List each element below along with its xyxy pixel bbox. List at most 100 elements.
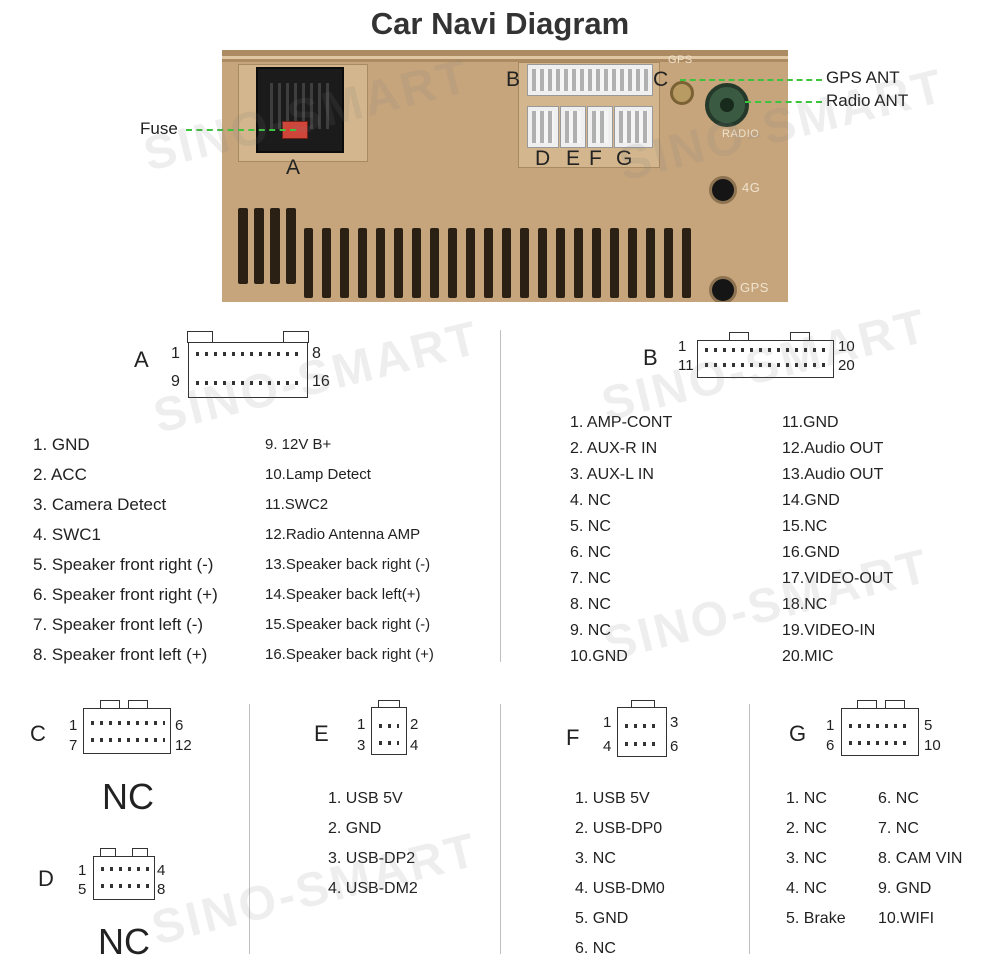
- photo-label-f: F: [589, 147, 602, 170]
- fuse-callout: Fuse: [140, 119, 178, 138]
- vent-slot: [448, 228, 457, 298]
- divider-vertical: [249, 704, 250, 954]
- vent-slot: [254, 208, 264, 284]
- photo-label-b: B: [506, 68, 521, 91]
- connector-f-pin-item: 6. NC: [575, 940, 616, 957]
- vent-slot: [628, 228, 637, 298]
- connector-a-pin-item: 11.SWC2: [265, 496, 329, 513]
- connector-a-pin-item: 4. SWC1: [33, 525, 102, 544]
- connector-latch: [790, 332, 810, 341]
- pin-label: 2: [410, 716, 419, 733]
- vent-slot: [430, 228, 439, 298]
- connector-latch: [132, 848, 148, 857]
- photo-label-g: G: [616, 147, 633, 170]
- connector-a-diagram: [188, 342, 308, 398]
- connector-g-socket: [614, 106, 653, 148]
- vent-slot: [646, 228, 655, 298]
- connector-g-pin-item: 4. NC: [786, 880, 827, 897]
- vent-slot: [574, 228, 583, 298]
- pin-label: 8: [157, 881, 166, 898]
- connector-b-pin-item: 15.NC: [782, 518, 828, 535]
- pin-row: [379, 724, 399, 728]
- connector-a-pin-item: 10.Lamp Detect: [265, 466, 371, 483]
- pin-label: 1: [69, 717, 78, 734]
- vent-slot: [394, 228, 403, 298]
- connector-a-pin-item: 15.Speaker back right (-): [265, 616, 431, 633]
- gps-bottom-hole-icon: [709, 276, 737, 302]
- connector-latch: [100, 700, 120, 709]
- connector-a-pin-item: 7. Speaker front left (-): [33, 615, 204, 634]
- connector-b-pin-item: 9. NC: [570, 622, 611, 639]
- pin-label: 1: [357, 716, 366, 733]
- pin-row: [196, 352, 300, 356]
- vent-slot: [538, 228, 547, 298]
- connector-latch: [857, 700, 877, 709]
- connector-d-letter: D: [38, 866, 54, 891]
- connector-e-pin-item: 2. GND: [328, 820, 382, 837]
- connector-b-pin-item: 19.VIDEO-IN: [782, 622, 876, 639]
- connector-d-diagram: [93, 856, 155, 900]
- page-title: Car Navi Diagram: [370, 6, 630, 41]
- connector-d-socket: [527, 106, 559, 148]
- connector-e-diagram: [371, 707, 407, 755]
- connector-e-socket: [560, 106, 586, 148]
- connector-g-pin-item: 9. GND: [878, 880, 932, 897]
- connector-b-pin-item: 17.VIDEO-OUT: [782, 570, 894, 587]
- connector-b-pin-item: 14.GND: [782, 492, 840, 509]
- connector-g-pin-item: 2. NC: [786, 820, 827, 837]
- gps-ant-callout: GPS ANT: [826, 68, 900, 87]
- connector-a-pin-item: 5. Speaker front right (-): [33, 555, 214, 574]
- connector-b-pin-item: 7. NC: [570, 570, 611, 587]
- vent-slot: [322, 228, 331, 298]
- pin-label: 8: [312, 345, 321, 362]
- connector-a-pin-item: 13.Speaker back right (-): [265, 556, 431, 573]
- pin-label: 1: [826, 717, 835, 734]
- connector-latch: [729, 332, 749, 341]
- connector-b-pin-item: 12.Audio OUT: [782, 440, 884, 457]
- connector-latch: [885, 700, 905, 709]
- vent-slot: [502, 228, 511, 298]
- pin-row: [101, 867, 149, 871]
- connector-b-letter: B: [643, 345, 658, 370]
- pin-label: 10: [924, 737, 941, 754]
- connector-g-pin-item: 7. NC: [878, 820, 919, 837]
- vent-slot: [520, 228, 529, 298]
- pin-label: 7: [69, 737, 78, 754]
- connector-b-pin-item: 11.GND: [782, 414, 839, 431]
- radio-callout-line: [745, 101, 822, 103]
- connector-a-pin-item: 9. 12V B+: [265, 436, 332, 453]
- 4g-embossed: 4G: [742, 180, 761, 195]
- 4g-antenna-hole-icon: [709, 176, 737, 204]
- connector-c-nc: NC: [102, 776, 154, 817]
- pin-row: [705, 348, 827, 352]
- connector-b-pin-item: 13.Audio OUT: [782, 466, 884, 483]
- radio-ant-callout: Radio ANT: [826, 91, 909, 110]
- fuse-callout-line: [186, 129, 296, 131]
- connector-b-pin-item: 3. AUX-L IN: [570, 466, 654, 483]
- pin-label: 3: [670, 714, 679, 731]
- pin-label: 5: [924, 717, 933, 734]
- pin-label: 9: [171, 373, 180, 390]
- connector-a-pin-item: 14.Speaker back left(+): [265, 586, 421, 603]
- pin-label: 3: [357, 737, 366, 754]
- pin-row: [91, 738, 165, 742]
- panel-rim-highlight: [222, 56, 788, 59]
- connector-d-nc: NC: [98, 921, 150, 962]
- connector-f-pin-item: 1. USB 5V: [575, 790, 650, 807]
- divider-vertical: [500, 704, 501, 954]
- vent-slot: [682, 228, 691, 298]
- pin-row: [625, 742, 659, 746]
- pin-row: [379, 741, 399, 745]
- connector-b-pin-item: 8. NC: [570, 596, 611, 613]
- vent-slot: [340, 228, 349, 298]
- connector-latch: [128, 700, 148, 709]
- watermark: SINO-SMART: [598, 539, 936, 672]
- connector-a-pin-item: 16.Speaker back right (+): [265, 646, 434, 663]
- pin-label: 4: [157, 862, 166, 879]
- connector-e-pin-item: 3. USB-DP2: [328, 850, 416, 867]
- pin-label: 6: [670, 738, 679, 755]
- pin-row: [849, 741, 911, 745]
- connector-f-letter: F: [566, 725, 580, 750]
- pin-label: 6: [175, 717, 184, 734]
- vent-slot: [286, 208, 296, 284]
